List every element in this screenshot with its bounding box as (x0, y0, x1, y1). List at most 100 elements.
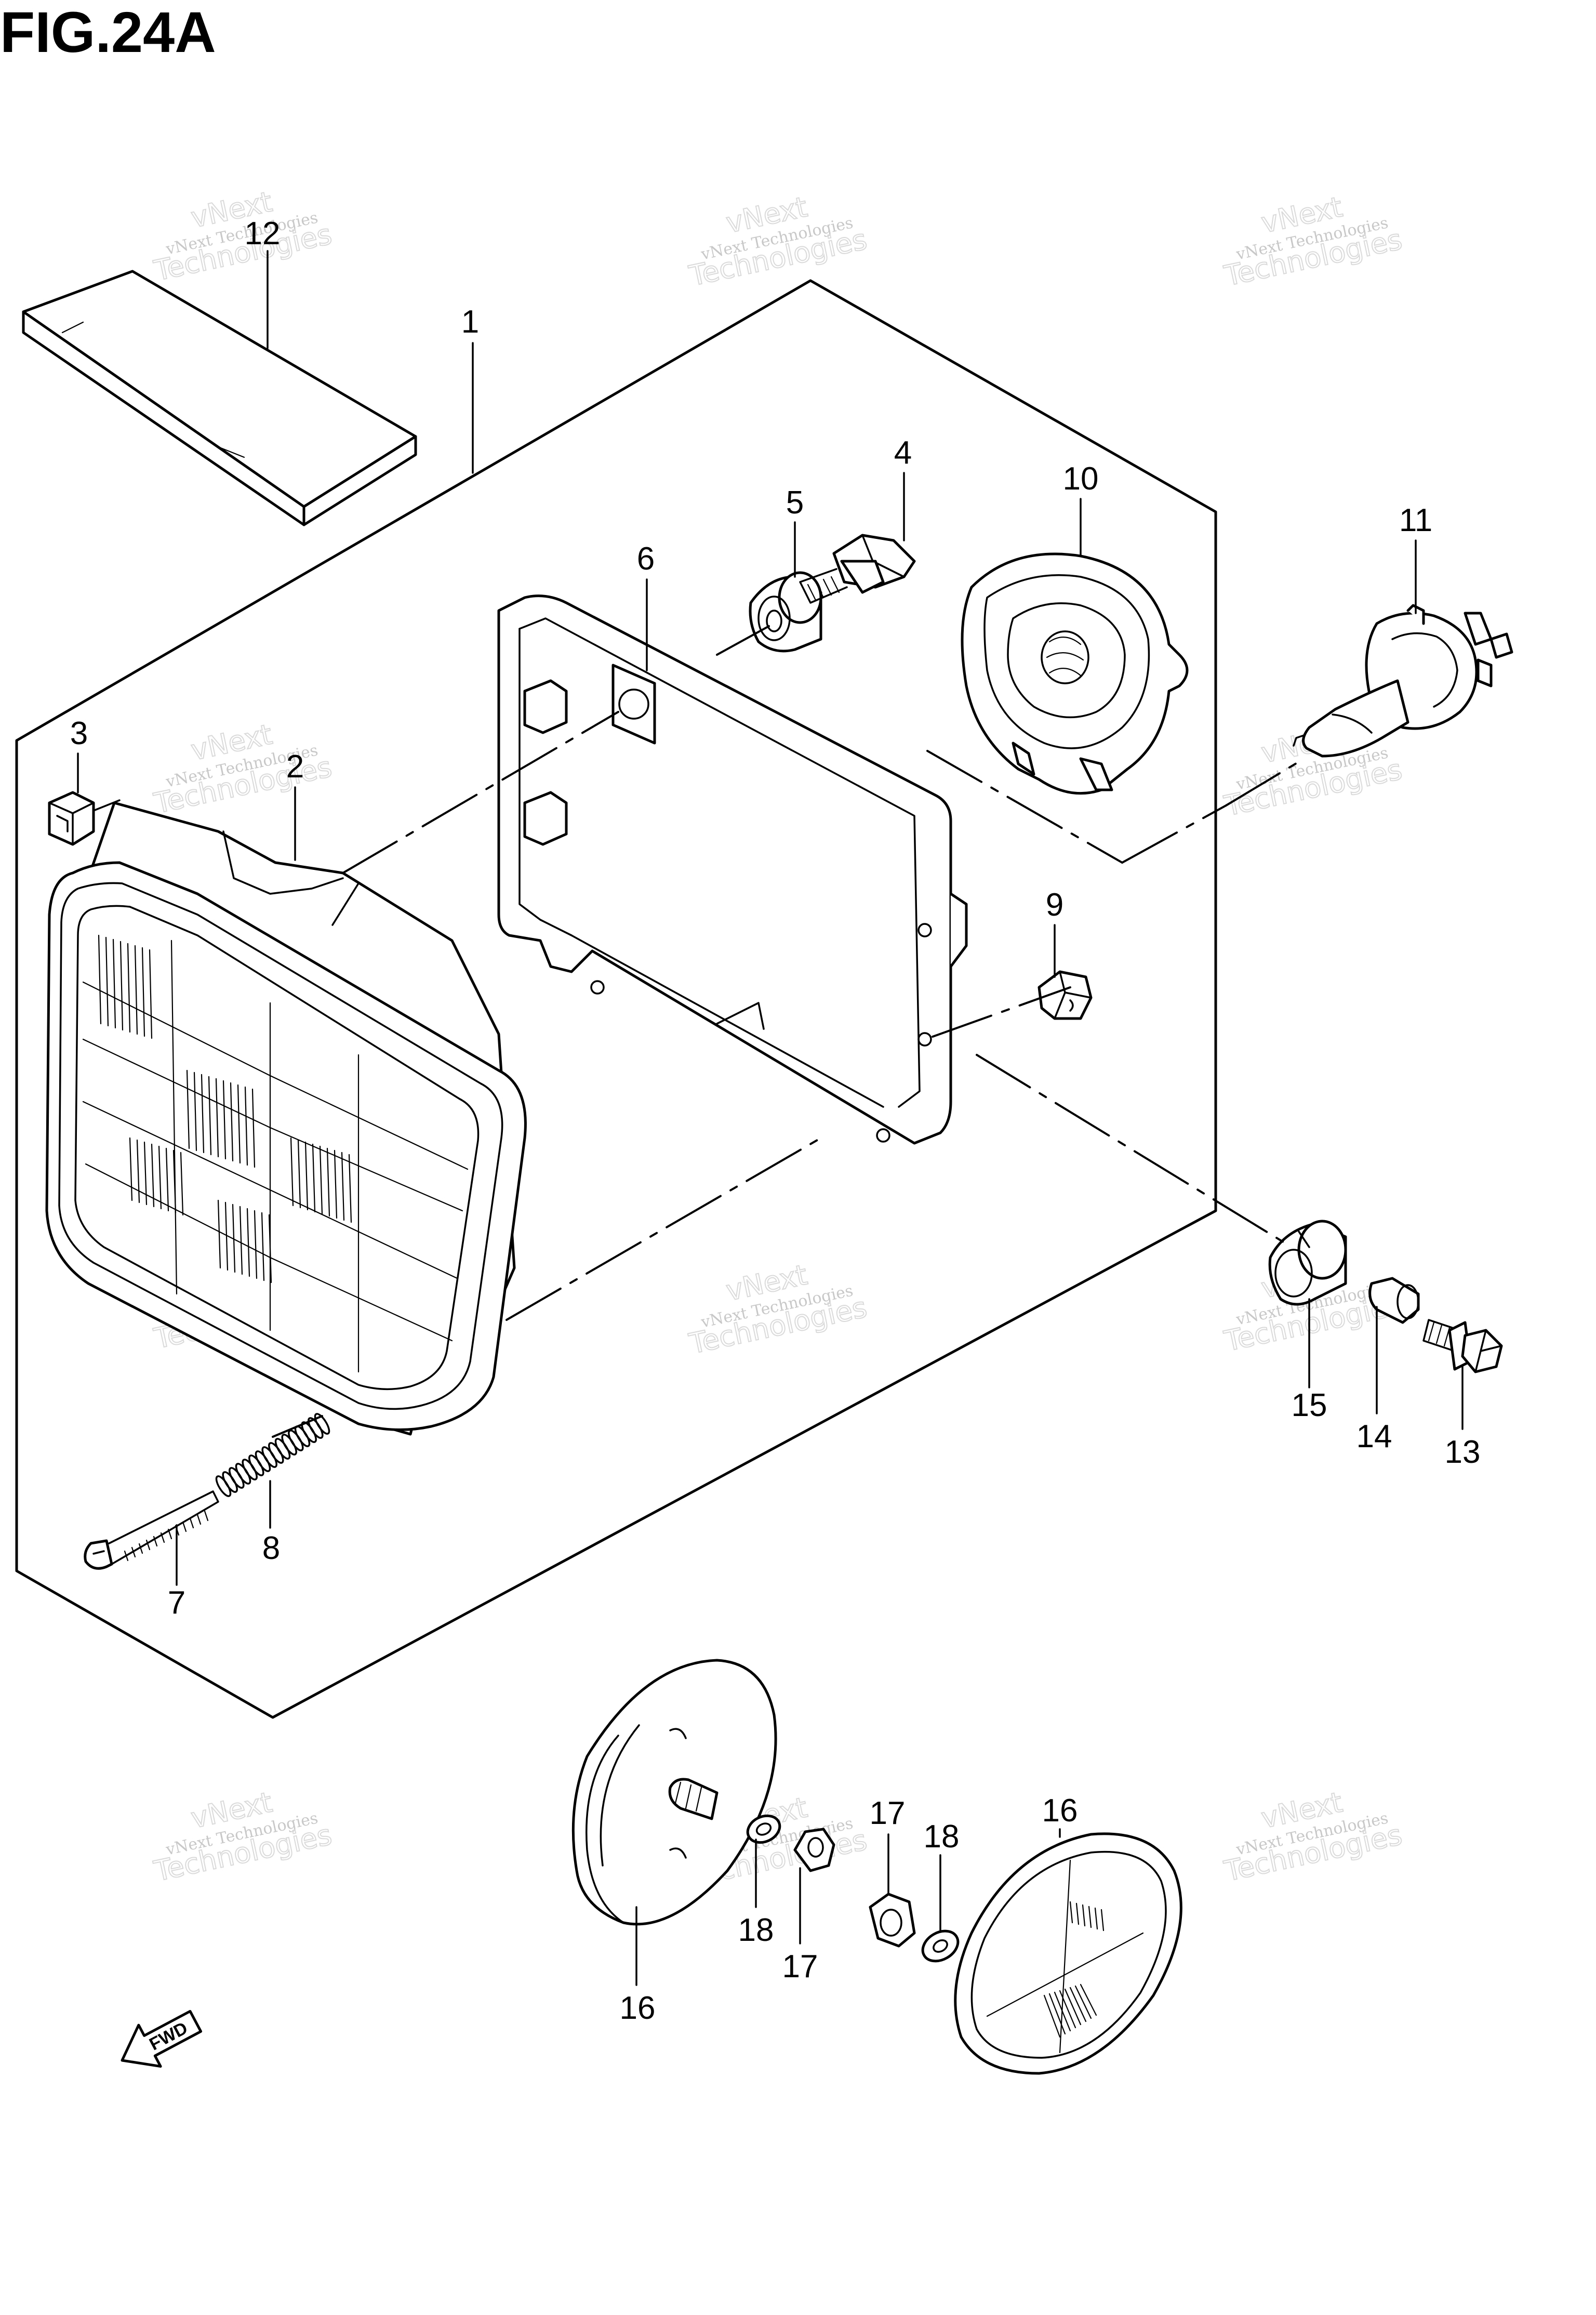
part-14-collar (1368, 1277, 1420, 1324)
lens-facet-mark (127, 943, 131, 1033)
part-5-grommet (749, 571, 822, 653)
callout-10: 10 (1063, 461, 1099, 497)
reflector-mark (1082, 1904, 1086, 1927)
part-7-adjusting-screw (84, 1490, 219, 1570)
thread-mark (204, 1510, 209, 1522)
thread-mark (182, 1521, 187, 1532)
callout-16-left: 16 (620, 1990, 656, 2026)
reflector-mark (1088, 1906, 1092, 1928)
thread-mark (145, 1539, 151, 1551)
lens-facet-mark (201, 1074, 205, 1154)
lens-facet-mark (246, 1208, 250, 1277)
part-3-clip (48, 791, 121, 846)
part-18-washer-left (746, 1814, 781, 1844)
lens-facet-mark (268, 1214, 272, 1284)
callout-15: 15 (1292, 1387, 1327, 1423)
callout-13: 13 (1445, 1434, 1481, 1470)
lens-facet-mark (251, 1088, 256, 1168)
lens-facet-mark (232, 1203, 236, 1273)
part-6-mounting-frame (497, 594, 968, 1145)
thread-mark (167, 1528, 172, 1540)
part-17-nut-right (869, 1893, 916, 1948)
part-11-bulb (1293, 604, 1513, 758)
lens-facet-mark (254, 1210, 258, 1279)
lens-facet-mark (193, 1071, 197, 1152)
lens-facet-mark (326, 1147, 330, 1217)
thread-mark (153, 1536, 158, 1547)
reflector-mark (1043, 1994, 1061, 2038)
reflector-mark (1054, 1991, 1071, 2032)
lens-facet-mark (134, 945, 138, 1035)
reflector-mark (1080, 1983, 1097, 2016)
thread-mark (124, 1550, 129, 1562)
lens-facet-mark (304, 1141, 309, 1211)
lens-facet-mark (119, 941, 124, 1031)
thread-mark (138, 1543, 143, 1554)
lens-facet-mark (151, 1143, 155, 1208)
lens-facet-mark (217, 1199, 221, 1269)
lens-facet-mark (215, 1078, 219, 1158)
callout-7: 7 (168, 1585, 185, 1621)
part-12-label-sticker (22, 270, 417, 526)
thread-mark (131, 1546, 136, 1558)
reflector-mark (1075, 1902, 1080, 1925)
reflector-mark (1069, 1901, 1073, 1924)
lens-facet-mark (290, 1137, 294, 1207)
lens-facet-mark (230, 1082, 234, 1162)
part-15-cushion (1268, 1220, 1347, 1306)
part-2-headlight-unit (45, 801, 527, 1436)
part-18-washer-right (921, 1929, 960, 1963)
part-16-reflector-back (571, 1659, 777, 1926)
part-10-socket-cover (961, 552, 1189, 795)
lens-facet-mark (239, 1206, 243, 1275)
callout-16-right: 16 (1042, 1793, 1078, 1829)
callout-5: 5 (786, 485, 804, 521)
reflector-mark (1094, 1907, 1098, 1930)
assembly-lines (272, 625, 1305, 1438)
lens-facet-mark (222, 1080, 227, 1160)
callout-8: 8 (262, 1530, 280, 1566)
assembly-boundary (15, 279, 1217, 1719)
lens-facet-mark (158, 1145, 162, 1210)
part-17-nut-left (793, 1828, 835, 1872)
leader-lines (77, 250, 1464, 1986)
lens-facet-mark (172, 1149, 177, 1214)
lens-facet-mark (297, 1139, 301, 1209)
lens-facet-mark (334, 1149, 338, 1219)
lens-facet-mark (141, 947, 145, 1037)
lens-facet-mark (312, 1143, 316, 1213)
lens-facet-mark (143, 1141, 148, 1206)
callout-11: 11 (1399, 502, 1432, 538)
callout-4: 4 (894, 435, 912, 471)
lens-facet-mark (244, 1086, 248, 1166)
callout-9: 9 (1046, 887, 1063, 923)
callout-18-left: 18 (738, 1912, 774, 1948)
lens-facet-mark (319, 1145, 323, 1215)
thread-mark (196, 1514, 202, 1525)
lens-facet-mark (341, 1152, 345, 1221)
thread-mark (189, 1517, 194, 1529)
forward-arrow-icon: FWD (121, 2009, 203, 2068)
thread-mark (160, 1532, 165, 1543)
reflector-mark (1048, 1993, 1066, 2035)
callout-1: 1 (461, 304, 479, 340)
figure-title: FIG.24A (0, 1, 216, 64)
lens-facet-mark (136, 1139, 140, 1203)
reflector-mark (1100, 1909, 1105, 1932)
callout-17-left: 17 (782, 1949, 818, 1985)
part-8-spring (215, 1413, 330, 1497)
lens-facet-mark (261, 1212, 265, 1281)
lens-facet-mark (224, 1201, 229, 1271)
reflector-mark (1064, 1988, 1082, 2026)
lens-facet-mark (208, 1076, 212, 1156)
lens-facet-mark (186, 1069, 190, 1149)
lens-facet-mark (237, 1084, 241, 1164)
